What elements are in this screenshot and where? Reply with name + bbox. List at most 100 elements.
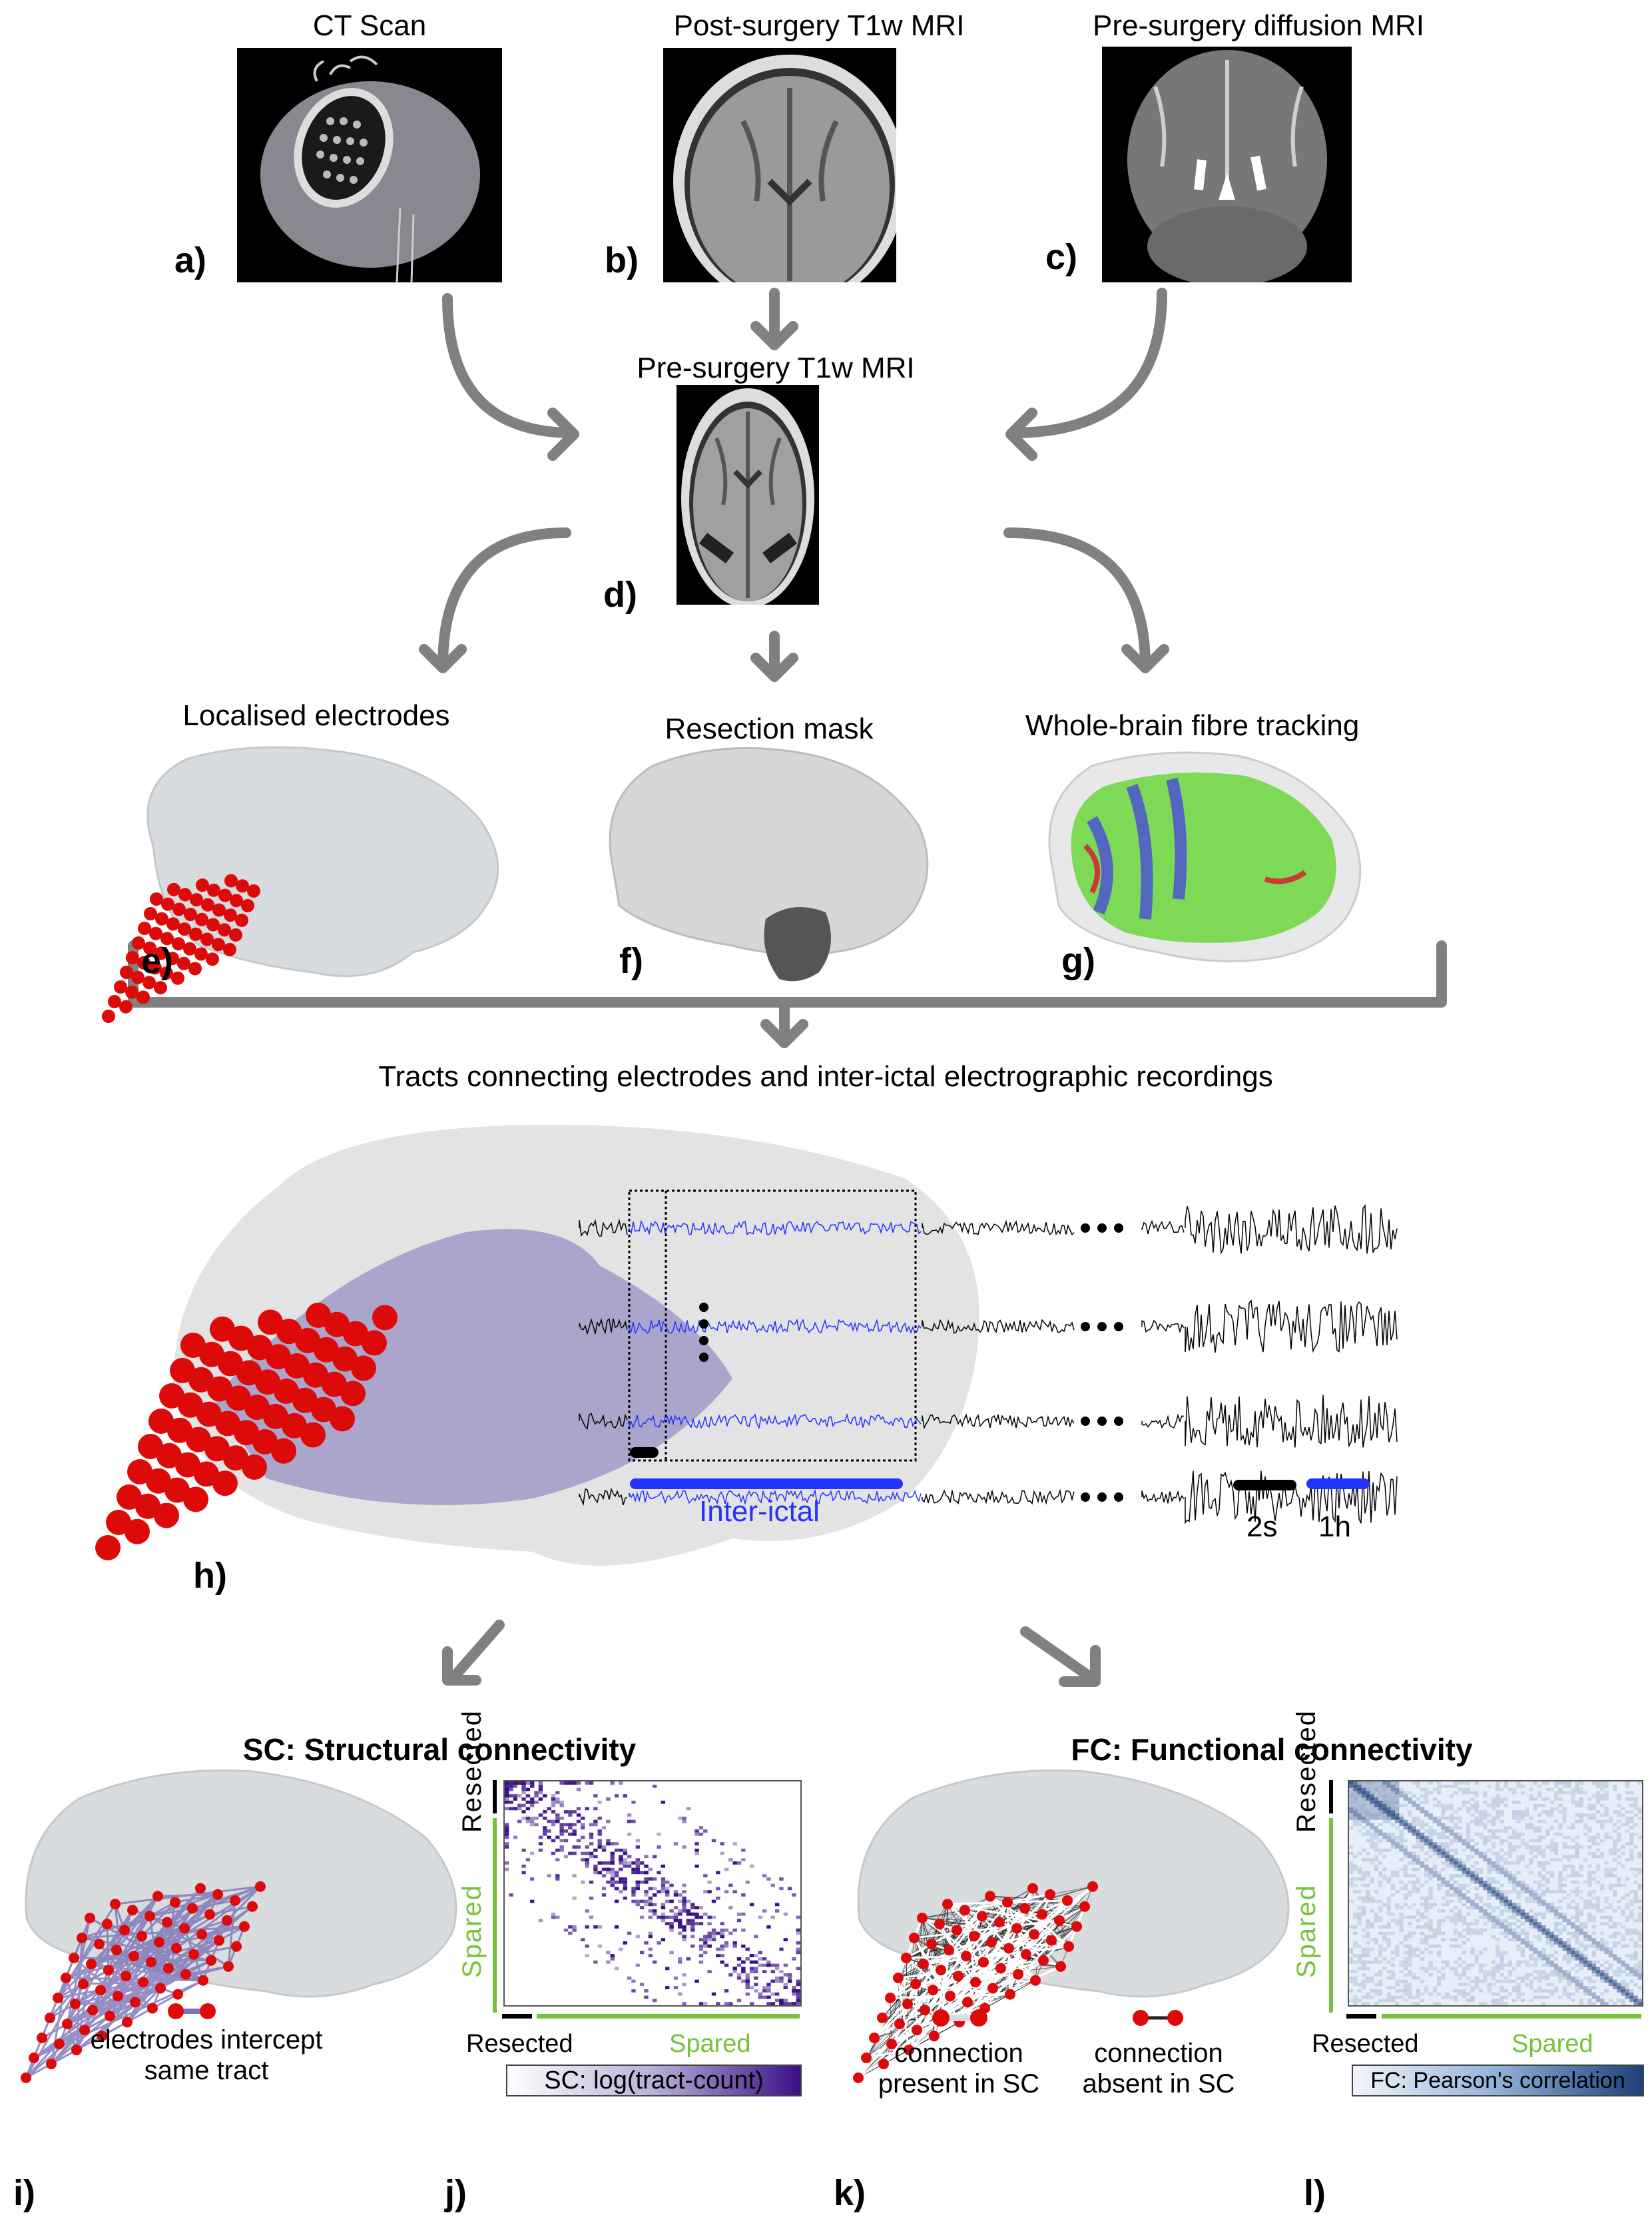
fc-cell <box>1441 1883 1446 1887</box>
fc-cell <box>1512 1883 1517 1887</box>
tract-edge <box>75 1937 83 2051</box>
fc-cell <box>1474 1922 1479 1925</box>
fc-cell <box>1545 1877 1550 1881</box>
sc-cell <box>614 1887 619 1891</box>
fc-cell <box>1613 2002 1617 2005</box>
fc-cell <box>1449 1883 1454 1887</box>
fc-cell <box>1441 1973 1446 1977</box>
fc-cell <box>1629 1832 1634 1836</box>
sc-cell <box>720 1960 724 1964</box>
fc-cell <box>1533 1893 1537 1897</box>
electrode <box>105 2011 115 2022</box>
fc-cell <box>1428 1992 1433 1996</box>
sc-cell <box>639 1915 645 1919</box>
fc-cell <box>1604 1941 1609 1945</box>
fc-cell <box>1462 1883 1466 1887</box>
fc-cell <box>1357 1919 1362 1923</box>
sc-cell <box>796 1995 800 1999</box>
fc-cell <box>1424 1835 1429 1839</box>
fc-cell <box>1432 1816 1437 1820</box>
fc-cell <box>1357 1797 1362 1801</box>
sc-cell <box>631 1861 636 1865</box>
fc-cell <box>1617 1861 1621 1865</box>
fc-cell <box>1496 1871 1500 1875</box>
sc-cell <box>538 1835 543 1839</box>
fc-cell <box>1357 1999 1362 2003</box>
fc-cell <box>1416 1839 1420 1843</box>
fc-cell <box>1500 1960 1504 1964</box>
electrode <box>977 1911 987 1922</box>
fc-cell <box>1454 1995 1458 1999</box>
eeg-trace-ictal <box>1141 1219 1185 1235</box>
fc-cell <box>1613 1954 1617 1957</box>
fc-cell <box>1587 1915 1592 1919</box>
sc-cell <box>745 1947 750 1951</box>
fc-cell <box>1437 1877 1442 1881</box>
fc-cell <box>1633 1973 1638 1977</box>
fc-cell <box>1437 1803 1442 1807</box>
sc-cell <box>644 1903 649 1907</box>
fc-cell <box>1374 1781 1378 1785</box>
fc-cell <box>1500 1899 1504 1903</box>
sc-cell <box>534 1823 539 1827</box>
fc-cell <box>1529 1858 1533 1861</box>
fc-cell <box>1595 1970 1601 1973</box>
electrode <box>29 2053 39 2063</box>
fc-cell <box>1470 1791 1475 1795</box>
fc-cell <box>1399 1842 1404 1845</box>
fc-cell <box>1520 1960 1525 1964</box>
sc-cell <box>635 1864 640 1868</box>
fc-cell <box>1437 1951 1442 1955</box>
sc-cell <box>619 1848 623 1852</box>
fc-cell <box>1416 2002 1420 2005</box>
fc-cell <box>1558 1823 1563 1827</box>
electrode <box>144 907 157 920</box>
fc-cell <box>1408 1957 1412 1961</box>
electrode <box>960 1905 970 1916</box>
mri-coronal-illustration <box>673 55 896 282</box>
fc-cell <box>1395 1791 1400 1795</box>
electrode <box>188 1949 199 1960</box>
fc-cell <box>1403 1819 1408 1823</box>
fc-cell <box>1408 1951 1412 1955</box>
fc-cell <box>1562 1954 1567 1957</box>
fc-cell <box>1403 1887 1408 1891</box>
fc-cell <box>1416 1858 1420 1861</box>
fc-cell <box>1604 1970 1609 1973</box>
fc-cell <box>1633 1803 1638 1807</box>
fc-cell <box>1416 1925 1420 1929</box>
fc-cell <box>1587 1813 1592 1817</box>
electrode <box>170 1897 180 1908</box>
fc-cell <box>1575 1819 1579 1823</box>
fc-cell <box>1625 1810 1630 1813</box>
fc-cell <box>1587 1826 1592 1829</box>
fc-cell <box>1403 1951 1408 1955</box>
sc-cell <box>551 1810 556 1813</box>
fc-cell <box>1470 1922 1475 1925</box>
fc-cell <box>1541 1883 1546 1887</box>
fc-cell <box>1491 1823 1496 1827</box>
fc-cell <box>1516 1992 1521 1996</box>
fc-cell <box>1508 1922 1513 1925</box>
sc-cell <box>610 1883 615 1887</box>
sc-cell <box>530 1877 535 1881</box>
fc-cell <box>1349 1883 1354 1887</box>
fc-cell <box>1500 1896 1504 1900</box>
fc-cell <box>1458 1819 1462 1823</box>
electrode <box>127 1905 138 1916</box>
fc-cell <box>1637 1851 1642 1855</box>
sc-cell <box>724 1941 729 1945</box>
fc-edge-present <box>906 1915 983 1959</box>
sc-cell <box>601 1848 607 1852</box>
fc-cell <box>1549 1845 1554 1849</box>
fc-cell <box>1403 1851 1408 1855</box>
sc-cell <box>682 1896 687 1900</box>
electrodes-k <box>853 1881 1098 2083</box>
fc-cell <box>1491 1915 1496 1919</box>
fc-cell <box>1625 1858 1630 1861</box>
fc-cell <box>1545 1954 1550 1957</box>
fc-cell <box>1508 1992 1513 1996</box>
fc-cell <box>1437 1835 1442 1839</box>
panel-i-legend: electrodes intercept same tract <box>40 2025 373 2086</box>
fc-cell <box>1583 1960 1588 1964</box>
